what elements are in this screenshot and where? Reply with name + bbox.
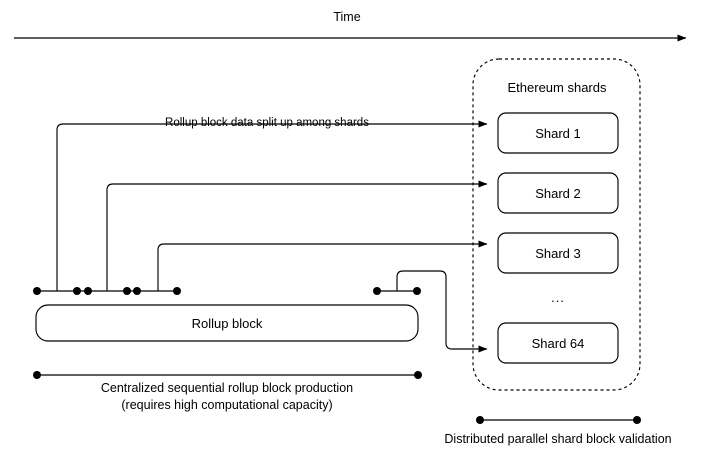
ethereum-shards-label: Ethereum shards: [508, 80, 607, 95]
timeline-dot: [73, 287, 81, 295]
rollup-block-label: Rollup block: [192, 316, 263, 331]
connector-to-shard-1: [56, 120, 488, 291]
connector-to-shard-2: [106, 180, 488, 291]
shard-box-1-label: Shard 1: [535, 126, 581, 141]
production-caption-line-2: (requires high computational capacity): [121, 398, 332, 412]
rollup-block[interactable]: [35, 304, 419, 342]
timeline-dot: [123, 287, 131, 295]
span-endpoint-dot: [476, 416, 484, 424]
span-endpoint-dot: [633, 416, 641, 424]
ethereum-shards-container: [472, 58, 641, 391]
timeline-dot: [373, 287, 381, 295]
shards-dashed-border: [472, 58, 641, 391]
span-endpoint-dot: [414, 371, 422, 379]
shard-box-2[interactable]: [497, 172, 619, 214]
rollup-timeline: [33, 287, 421, 295]
shard-box-64-rect[interactable]: [497, 322, 619, 364]
timeline-dot: [173, 287, 181, 295]
production-span: [33, 371, 422, 379]
connector-to-shard-64: [396, 270, 488, 353]
shard-box-3[interactable]: [497, 232, 619, 274]
timeline-dot: [33, 287, 41, 295]
shard-box-64[interactable]: [497, 322, 619, 364]
split-annotation-label: Rollup block data split up among shards: [165, 117, 369, 129]
timeline-dot: [413, 287, 421, 295]
shard-box-2-label: Shard 2: [535, 186, 581, 201]
shard-box-1-rect[interactable]: [497, 112, 619, 154]
timeline-dot: [84, 287, 92, 295]
shards-ellipsis: ...: [551, 290, 565, 305]
validation-caption: Distributed parallel shard block validat…: [444, 432, 671, 446]
shard-box-64-label: Shard 64: [532, 336, 585, 351]
validation-span: [476, 416, 641, 424]
shard-box-1[interactable]: [497, 112, 619, 154]
shard-box-2-rect[interactable]: [497, 172, 619, 214]
time-axis-label: Time: [333, 10, 360, 24]
rollup-block-rect[interactable]: [35, 304, 419, 342]
shard-box-3-rect[interactable]: [497, 232, 619, 274]
span-endpoint-dot: [33, 371, 41, 379]
production-caption-line-1: Centralized sequential rollup block prod…: [101, 381, 353, 395]
connector-to-shard-3: [157, 240, 488, 291]
shard-box-3-label: Shard 3: [535, 246, 581, 261]
timeline-dot: [133, 287, 141, 295]
